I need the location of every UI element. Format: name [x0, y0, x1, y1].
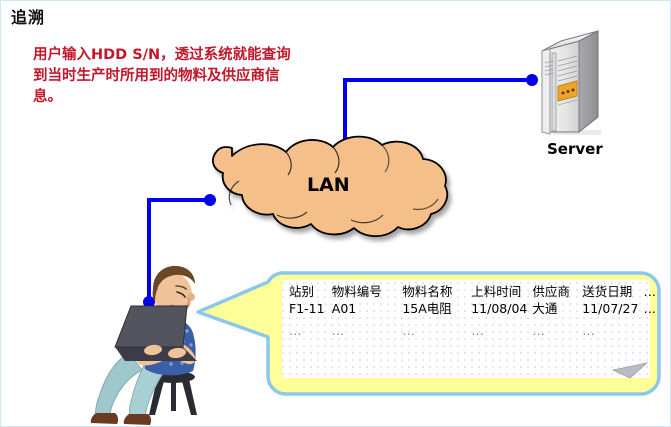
- lan-label: LAN: [307, 174, 350, 196]
- cell-station: F1-11: [289, 301, 325, 316]
- trace-result-table: 站别 物料编号 物料名称 上料时间 供应商 送货日期 … F1-11 A01 1…: [289, 284, 659, 340]
- cell-delivery-ellipsis: …: [582, 323, 596, 338]
- col-header-loadtime: 上料时间: [471, 284, 522, 299]
- person-with-laptop-icon: [90, 265, 197, 425]
- cell-partno-ellipsis: …: [331, 323, 346, 338]
- page-title: 追溯: [11, 8, 46, 27]
- table-row: F1-11 A01 15A电阻 11/08/04 大通 11/07/27 …: [289, 301, 659, 318]
- lan-cloud-icon: [212, 135, 449, 238]
- table-header-row: 站别 物料编号 物料名称 上料时间 供应商 送货日期 …: [289, 284, 659, 301]
- cell-partname-ellipsis: …: [402, 323, 416, 338]
- cell-supplier: 大通: [532, 301, 558, 316]
- col-header-partno: 物料编号: [331, 284, 382, 299]
- col-header-station: 站别: [289, 284, 315, 299]
- callout-bubble: [196, 271, 661, 396]
- cell-station-ellipsis: …: [289, 323, 303, 338]
- cell-partno: A01: [331, 301, 357, 316]
- cell-loadtime-ellipsis: …: [471, 323, 485, 338]
- cell-supplier-ellipsis: …: [532, 323, 546, 338]
- server-label: Server: [547, 140, 603, 158]
- link-cloud-client: [143, 194, 216, 308]
- table: 站别 物料编号 物料名称 上料时间 供应商 送货日期 … F1-11 A01 1…: [289, 284, 659, 340]
- col-header-supplier: 供应商: [532, 284, 570, 299]
- col-header-more: …: [643, 284, 656, 299]
- cell-loadtime: 11/08/04: [471, 301, 528, 316]
- cell-delivery: 11/07/27: [582, 301, 639, 316]
- col-header-partname: 物料名称: [402, 284, 453, 299]
- cell-more: …: [643, 301, 656, 316]
- cell-partname: 15A电阻: [402, 301, 452, 316]
- col-header-delivery: 送货日期: [582, 284, 633, 299]
- table-row: … … … … … …: [289, 318, 659, 340]
- description-text: 用户输入HDD S/N，透过系统就能查询到当时生产时所用到的物料及供应商信息。: [33, 47, 291, 105]
- server-tower-icon: [541, 30, 601, 135]
- cell-more-ellipsis: [643, 318, 659, 340]
